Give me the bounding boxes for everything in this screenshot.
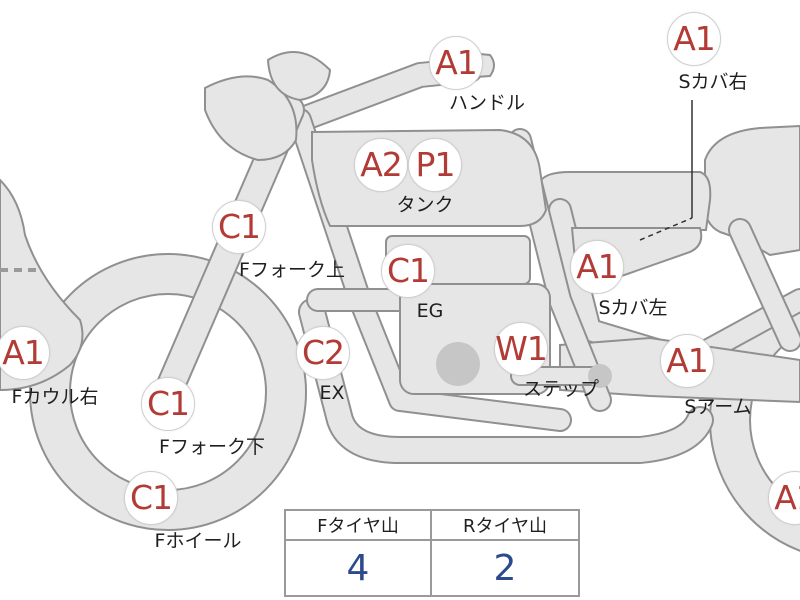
badge-tank-p1: P1 bbox=[408, 138, 462, 192]
label-exhaust: EX bbox=[319, 382, 345, 404]
badge-step: W1 bbox=[494, 322, 548, 376]
rear-wheel bbox=[709, 288, 800, 552]
badge-exhaust: C2 bbox=[296, 326, 350, 380]
step-bar bbox=[510, 364, 612, 388]
badge-swing-arm: A1 bbox=[660, 334, 714, 388]
label-handle: ハンドル bbox=[448, 92, 526, 114]
label-swing-arm: Sアーム bbox=[684, 396, 752, 418]
badge-fork-lower: C1 bbox=[141, 377, 195, 431]
table-header-front-tire: Fタイヤ山 bbox=[286, 511, 432, 541]
label-front-wheel: Fホイール bbox=[154, 530, 242, 552]
handlebar-grip bbox=[266, 51, 332, 102]
badge-front-cowl-right: A1 bbox=[0, 326, 50, 380]
badge-side-cover-left: A1 bbox=[570, 240, 624, 294]
badge-tank-a2: A2 bbox=[354, 138, 408, 192]
label-tank: タンク bbox=[396, 194, 454, 216]
table-header-rear-tire: Rタイヤ山 bbox=[432, 511, 578, 541]
label-front-cowl-right: Fカウル右 bbox=[11, 386, 99, 408]
label-side-cover-left: Sカバ左 bbox=[598, 297, 668, 319]
exhaust-pipe bbox=[298, 288, 714, 464]
label-fork-upper: Fフォーク上 bbox=[239, 259, 345, 281]
table-value-front-tire: 4 bbox=[286, 541, 432, 595]
badge-side-cover-right: A1 bbox=[667, 12, 721, 66]
label-engine: EG bbox=[416, 300, 444, 322]
headlight-cowl bbox=[204, 75, 298, 162]
badge-handle: A1 bbox=[429, 36, 483, 90]
tire-tread-table: Fタイヤ山 Rタイヤ山 4 2 bbox=[284, 509, 580, 597]
leader-line-dashed bbox=[639, 217, 693, 241]
label-step: ステップ bbox=[522, 378, 600, 400]
badge-engine: C1 bbox=[381, 244, 435, 298]
label-side-cover-right: Sカバ右 bbox=[678, 71, 748, 93]
label-fork-lower: Fフォーク下 bbox=[159, 436, 265, 458]
table-value-rear-tire: 2 bbox=[493, 547, 517, 589]
badge-front-wheel: C1 bbox=[124, 471, 178, 525]
badge-fork-upper: C1 bbox=[212, 200, 266, 254]
